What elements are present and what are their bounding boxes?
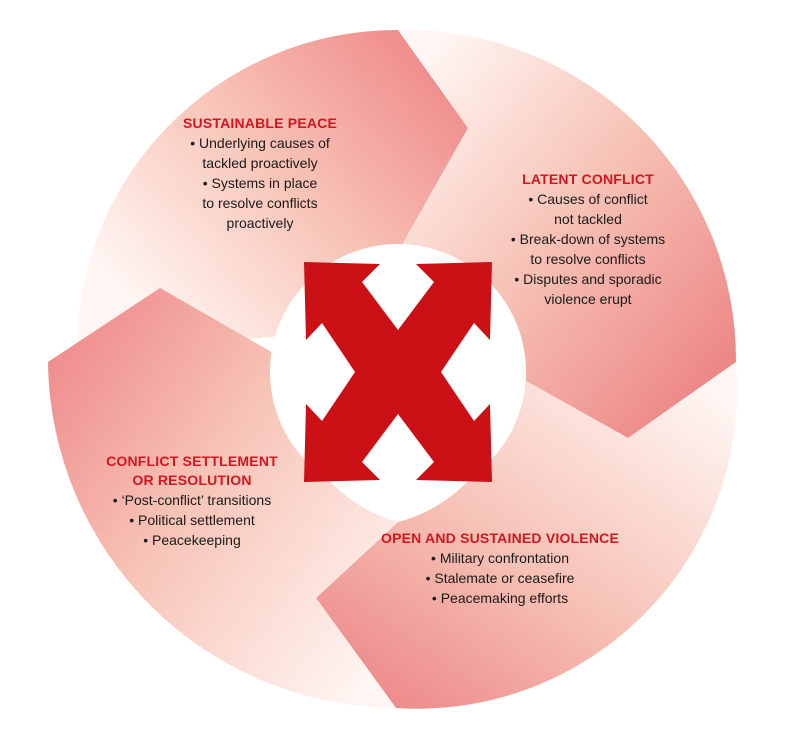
bullet-icon: •	[425, 570, 435, 586]
red-x-arrows-icon	[304, 262, 492, 482]
stage-open-sustained-violence: OPEN AND SUSTAINED VIOLENCE • Military c…	[365, 529, 635, 608]
stage-latent-conflict: LATENT CONFLICT • Causes of conflict not…	[488, 170, 688, 309]
stage-item: • Political settlement	[129, 512, 255, 528]
stage-sustainable-peace: SUSTAINABLE PEACE • Underlying causes of…	[150, 114, 370, 233]
stage-item: • Break-down of systems	[510, 231, 666, 247]
segment-conflict-settlement	[48, 288, 398, 708]
stage-item: • Underlying causes of	[190, 135, 330, 151]
bullet-icon: •	[112, 492, 122, 508]
bullet-icon: •	[202, 175, 212, 191]
stage-item: • Causes of conflict	[528, 191, 648, 207]
stage-title-conflict-settlement: CONFLICT SETTLEMENT	[106, 453, 278, 469]
stage-title-conflict-settlement-line2: OR RESOLUTION	[132, 472, 252, 488]
bullet-icon: •	[129, 512, 139, 528]
bullet-icon: •	[431, 550, 440, 566]
stage-item-continuation: proactively	[226, 215, 294, 231]
bullet-icon: •	[190, 135, 200, 151]
stage-item-continuation: to resolve conflicts	[530, 251, 646, 267]
stage-item-continuation: tackled proactively	[202, 155, 318, 171]
stage-item: • Peacemaking efforts	[431, 590, 569, 606]
bullet-icon: •	[514, 271, 524, 287]
bullet-icon: •	[510, 231, 520, 247]
stage-item: • Stalemate or ceasefire	[425, 570, 575, 586]
stage-title-latent-conflict: LATENT CONFLICT	[522, 171, 654, 187]
stage-item-continuation: to resolve conflicts	[202, 195, 318, 211]
stage-title-open-violence: OPEN AND SUSTAINED VIOLENCE	[381, 530, 619, 546]
stage-item-continuation: not tackled	[554, 211, 622, 227]
segment-open-violence	[316, 362, 738, 709]
stage-item: • Military confrontation	[431, 550, 569, 566]
stage-item: • Peacekeeping	[143, 532, 241, 548]
stage-conflict-settlement: CONFLICT SETTLEMENT OR RESOLUTION • ‘Pos…	[92, 452, 292, 550]
bullet-icon: •	[528, 191, 538, 207]
bullet-icon: •	[431, 590, 441, 606]
segment-sustainable-peace	[76, 29, 468, 358]
stage-item: • ‘Post-conflict’ transitions	[112, 492, 272, 508]
stage-item: • Disputes and sporadic	[514, 271, 662, 287]
stage-item: • Systems in place	[202, 175, 318, 191]
stage-title-sustainable-peace: SUSTAINABLE PEACE	[182, 115, 338, 131]
segment-latent-conflict	[398, 29, 737, 438]
stage-item-continuation: violence erupt	[544, 291, 632, 307]
bullet-icon: •	[143, 532, 153, 548]
